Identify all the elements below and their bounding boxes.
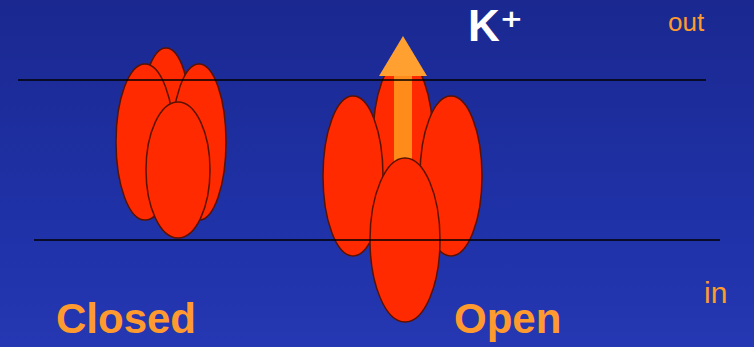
membrane-line xyxy=(34,239,720,241)
state-label: Closed xyxy=(56,296,196,342)
membrane-line xyxy=(18,79,706,81)
ion-label: K⁺ xyxy=(468,2,523,50)
state-label: Open xyxy=(454,296,561,342)
side-label: in xyxy=(704,276,727,309)
subunit xyxy=(146,102,210,238)
side-label: out xyxy=(668,8,704,37)
